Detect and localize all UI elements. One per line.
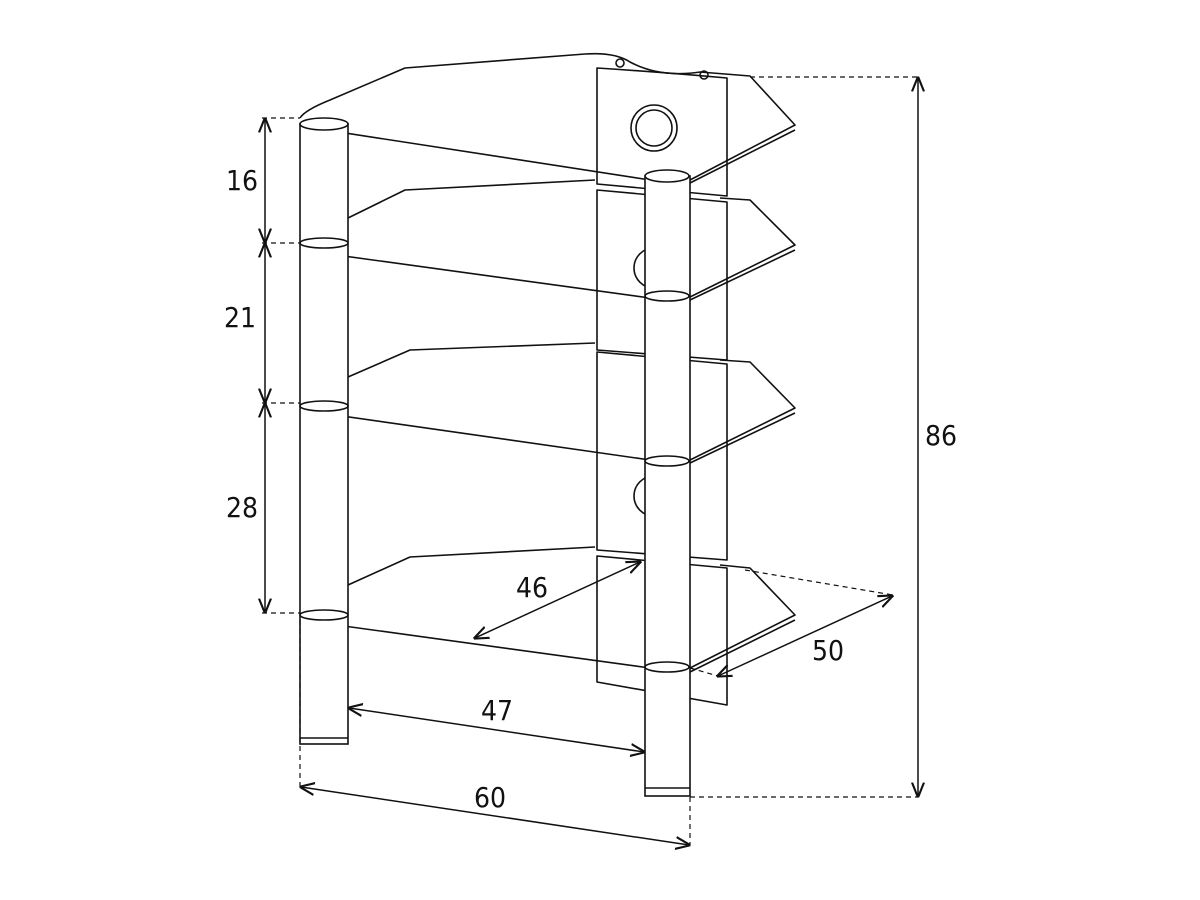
dimension-label-total-width: 60: [474, 781, 506, 814]
dimension-label-gap-middle: 21: [224, 301, 256, 334]
shelf-1: [299, 52, 796, 184]
shelf-4: [299, 546, 796, 673]
shelf-2: [299, 179, 796, 301]
dimension-label-inner-width: 47: [481, 694, 513, 727]
left-front-pole: [299, 117, 349, 745]
extension-lines: [262, 76, 918, 845]
dimension-label-total-depth: 50: [812, 634, 844, 667]
dimension-label-gap-top: 16: [226, 164, 258, 197]
dimension-arrows: [265, 78, 918, 845]
shelf-3: [299, 342, 796, 464]
right-front-pole: [644, 169, 691, 797]
dimension-label-total-height: 86: [925, 419, 957, 452]
dimension-label-gap-bottom: 28: [226, 491, 258, 524]
dimension-label-shelf-depth: 46: [516, 571, 548, 604]
